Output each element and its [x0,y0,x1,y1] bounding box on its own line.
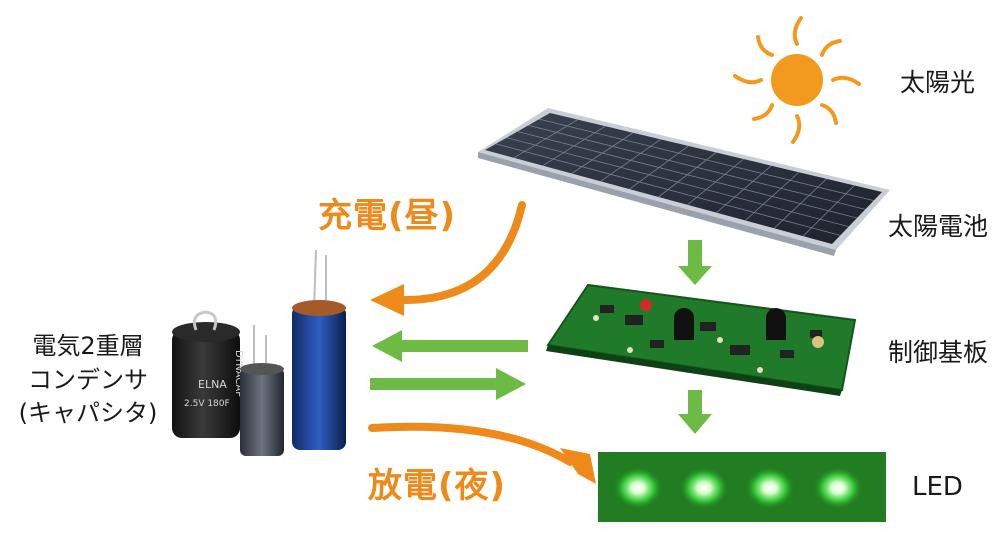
panel-cell-line [506,137,849,228]
label-charge-day: 充電(昼) [318,196,457,236]
arrow-board-to-capacitor [372,330,528,362]
charge-arrow [401,201,526,304]
circuit-board-icon [546,283,857,396]
capacitor-blue [292,249,346,450]
label-controller: 制御基板 [888,338,989,367]
capacitor-icon: DYNACAP ELNA 2.5V 180F [172,249,346,456]
arrow-panel-to-board [678,240,712,285]
capacitor-large: DYNACAP ELNA 2.5V 180F [172,310,244,438]
solar-panel-icon [478,108,890,256]
charge-arrowhead [370,284,404,316]
capacitor-series-text: DYNACAP [233,350,244,397]
capacitor-small [240,325,284,456]
label-led: LED [912,472,963,502]
panel-cell-line [517,131,858,219]
capacitor-brand-text: ELNA [198,378,227,391]
capacitor-rating-text: 2.5V 180F [184,399,230,409]
arrow-capacitor-to-board [370,368,526,400]
label-capacitor-line2: コンデンサ [28,365,148,394]
led-strip-icon [598,452,886,522]
label-capacitor-line3: (キャパシタ) [18,399,158,428]
sun-icon [733,16,861,144]
label-solar-panel: 太陽電池 [888,212,989,241]
label-capacitor: 電気2重層 コンデンサ (キャパシタ) [8,330,168,431]
panel-cell-line [539,118,874,202]
label-discharge-night: 放電(夜) [368,466,507,506]
discharge-arrow [368,422,574,466]
flow-arrows-green [370,240,712,434]
panel-cell-line [528,124,866,210]
discharge-arrowhead [560,448,596,484]
label-sunlight: 太陽光 [900,68,976,97]
arrow-board-to-led [678,390,712,434]
label-capacitor-line1: 電気2重層 [32,332,144,360]
panel-cell-line [495,143,841,236]
